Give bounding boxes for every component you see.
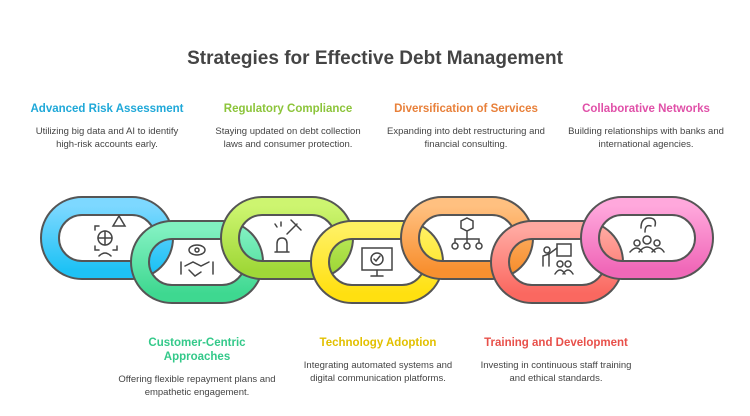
step-customer-centric-approaches: Customer-Centric Approaches Offering fle… — [117, 336, 277, 399]
monitor-check-icon — [361, 247, 393, 277]
step-diversification-of-services: Diversification of Services Expanding in… — [386, 102, 546, 151]
step-description: Offering flexible repayment plans and em… — [118, 374, 276, 398]
step-description: Investing in continuous staff training a… — [480, 360, 632, 384]
risk-scan-icon — [94, 214, 127, 257]
step-title: Diversification of Services — [394, 103, 538, 115]
network-people-icon — [629, 217, 665, 253]
step-title: Advanced Risk Assessment — [30, 103, 184, 115]
step-technology-adoption: Technology Adoption Integrating automate… — [298, 336, 458, 385]
step-advanced-risk-assessment: Advanced Risk Assessment Utilizing big d… — [27, 102, 187, 151]
step-training-and-development: Training and Development Investing in co… — [476, 336, 636, 385]
step-title: Training and Development — [484, 337, 628, 349]
step-title: Collaborative Networks — [582, 103, 710, 115]
step-regulatory-compliance: Regulatory Compliance Staying updated on… — [208, 102, 368, 151]
chain-link — [582, 198, 712, 278]
step-description: Utilizing big data and AI to identify hi… — [35, 126, 179, 150]
step-description: Integrating automated systems and digita… — [303, 360, 453, 384]
hierarchy-icon — [451, 217, 483, 250]
gavel-icon — [274, 219, 302, 253]
step-title: Regulatory Compliance — [223, 103, 353, 115]
step-description: Building relationships with banks and in… — [568, 126, 724, 150]
presentation-icon — [542, 243, 574, 275]
step-collaborative-networks: Collaborative Networks Building relation… — [566, 102, 726, 151]
step-description: Expanding into debt restructuring and fi… — [387, 126, 545, 150]
handshake-eye-icon — [180, 244, 214, 277]
page-title: Strategies for Effective Debt Management — [187, 48, 563, 69]
step-description: Staying updated on debt collection laws … — [215, 126, 361, 150]
step-title: Customer-Centric Approaches — [148, 337, 246, 363]
step-title: Technology Adoption — [319, 337, 437, 349]
